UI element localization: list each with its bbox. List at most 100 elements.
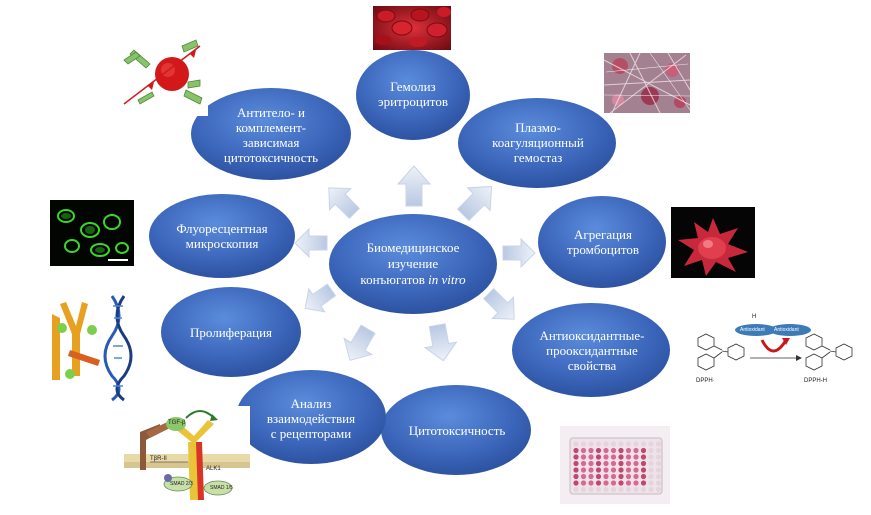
- well: [588, 480, 594, 486]
- smad-a-label: SMAD 2/3: [170, 481, 193, 487]
- well: [595, 447, 602, 454]
- well: [573, 447, 579, 454]
- well: [640, 486, 647, 493]
- well: [625, 441, 632, 447]
- well: [603, 460, 609, 467]
- well: [595, 480, 602, 486]
- well: [640, 460, 647, 467]
- well: [618, 441, 624, 447]
- dna-antibody-image: [52, 295, 133, 402]
- well: [648, 441, 654, 447]
- well: [655, 460, 662, 467]
- red-blood-cells-image: [373, 6, 451, 50]
- well: [580, 441, 587, 447]
- well: [588, 454, 594, 460]
- well: [580, 480, 587, 486]
- well: [588, 460, 594, 467]
- arrow-up: [396, 165, 432, 207]
- well: [618, 486, 624, 493]
- well: [640, 454, 647, 460]
- receptor-signaling-image: [124, 406, 250, 502]
- well: [573, 473, 579, 480]
- smad-b-label: SMAD 1/5: [210, 485, 233, 491]
- center-ellipse: [329, 214, 497, 314]
- well: [573, 460, 579, 467]
- well: [640, 467, 647, 473]
- well: [648, 467, 654, 473]
- arrow-up-left: [328, 187, 360, 219]
- fibrin-network-image: [603, 52, 691, 114]
- platelet-ellipse: [538, 196, 666, 288]
- well: [603, 454, 609, 460]
- well: [610, 467, 617, 473]
- well: [588, 447, 594, 454]
- well: [580, 454, 587, 460]
- well: [618, 447, 624, 454]
- arrow-up-right: [456, 185, 493, 222]
- well: [648, 454, 654, 460]
- well: [573, 454, 579, 460]
- well: [633, 441, 639, 447]
- well: [610, 473, 617, 480]
- hemolysis-ellipse: [356, 50, 470, 140]
- well: [618, 460, 624, 467]
- well: [580, 473, 587, 480]
- antibody-ellipse: [191, 88, 351, 180]
- well: [595, 460, 602, 467]
- well: [625, 460, 632, 467]
- well: [610, 454, 617, 460]
- arrow-down: [423, 323, 458, 362]
- well: [603, 486, 609, 493]
- well: [640, 441, 647, 447]
- well: [595, 473, 602, 480]
- well: [618, 454, 624, 460]
- alk-label: ALK1: [206, 466, 221, 472]
- well: [655, 473, 662, 480]
- well: [640, 447, 647, 454]
- well: [588, 486, 594, 493]
- arrow-down-right: [483, 288, 515, 320]
- dpph-reaction-image: [684, 314, 870, 394]
- well: [595, 486, 602, 493]
- tbr-label: TβR-II: [150, 456, 167, 462]
- well: [655, 467, 662, 473]
- well: [573, 467, 579, 473]
- well: [588, 441, 594, 447]
- antioxidant-ellipse: [512, 303, 670, 397]
- plasma-ellipse: [458, 98, 616, 188]
- well: [588, 467, 594, 473]
- well: [633, 447, 639, 454]
- well: [625, 447, 632, 454]
- arrow-down-left: [343, 324, 376, 361]
- tgf-label: TGF-β: [168, 420, 186, 426]
- well: [610, 480, 617, 486]
- antioxidant-pill-right-label: Antioxidant: [774, 327, 799, 333]
- well: [580, 486, 587, 493]
- well: [625, 480, 632, 486]
- well-plate-image: [560, 426, 670, 504]
- well: [580, 447, 587, 454]
- receptor-ellipse: [236, 370, 386, 464]
- well: [640, 473, 647, 480]
- well: [625, 467, 632, 473]
- well: [648, 486, 654, 493]
- well: [610, 447, 617, 454]
- arrow-left-down: [304, 283, 337, 313]
- cytotoxicity-ellipse: [381, 385, 531, 475]
- well: [603, 447, 609, 454]
- well: [648, 473, 654, 480]
- well: [633, 473, 639, 480]
- well: [603, 480, 609, 486]
- well: [648, 480, 654, 486]
- well: [610, 441, 617, 447]
- well: [595, 467, 602, 473]
- well: [648, 460, 654, 467]
- well: [633, 480, 639, 486]
- antioxidant-pill-left-label: Antioxidant: [740, 327, 765, 333]
- antibody-complement-image: [112, 38, 208, 116]
- arrow-right: [502, 237, 536, 269]
- well: [625, 454, 632, 460]
- arrow-left: [294, 227, 328, 259]
- well: [573, 486, 579, 493]
